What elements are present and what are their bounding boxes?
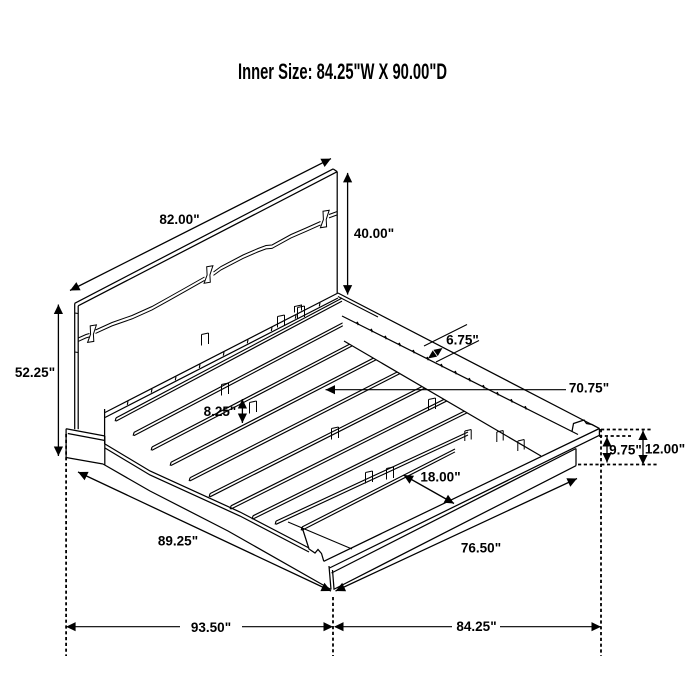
svg-text:76.50": 76.50" [461,541,501,556]
svg-text:84.25": 84.25" [456,619,496,634]
svg-text:8.25": 8.25" [204,404,237,419]
svg-text:12.00": 12.00" [645,442,685,457]
svg-text:89.25": 89.25" [158,534,198,549]
svg-text:70.75": 70.75" [569,381,609,396]
svg-text:93.50": 93.50" [191,620,231,635]
svg-text:18.00": 18.00" [420,470,460,485]
svg-text:52.25": 52.25" [15,365,55,380]
svg-text:9.75": 9.75" [609,443,642,458]
svg-text:40.00": 40.00" [354,226,394,241]
svg-text:82.00": 82.00" [159,212,199,227]
svg-text:6.75": 6.75" [446,333,479,348]
